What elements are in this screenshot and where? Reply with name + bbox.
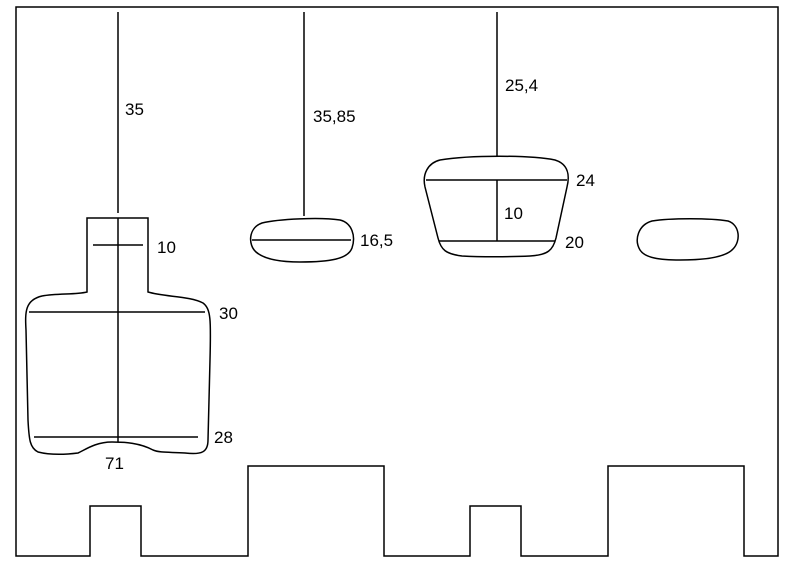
oval-outline: [249, 217, 355, 263]
oval-shape-group: 35,85 16,5: [249, 12, 393, 263]
cup-hanger-length-label: 25,4: [505, 76, 538, 95]
cup-shape-group: 25,4 24 10 20: [423, 12, 595, 258]
cup-outline: [423, 155, 569, 258]
bottle-hanger-length-label: 35: [125, 100, 144, 119]
bottle-body-bottom-width-label: 28: [214, 428, 233, 447]
oval-hanger-length-label: 35,85: [313, 107, 356, 126]
cup-height-label: 10: [504, 204, 523, 223]
bottle-neck-width-label: 10: [157, 238, 176, 257]
cup-top-width-label: 24: [576, 171, 595, 190]
bottle-outline: [24, 217, 212, 456]
bottle-height-label: 71: [105, 454, 124, 473]
bottle-shape-group: 35 10 30 28 71: [24, 12, 238, 473]
cup-bottom-width-label: 20: [565, 233, 584, 252]
frame-outline: [15, 6, 779, 557]
bottle-body-top-width-label: 30: [219, 304, 238, 323]
oval-width-label: 16,5: [360, 231, 393, 250]
plain-oval-outline: [636, 218, 739, 261]
